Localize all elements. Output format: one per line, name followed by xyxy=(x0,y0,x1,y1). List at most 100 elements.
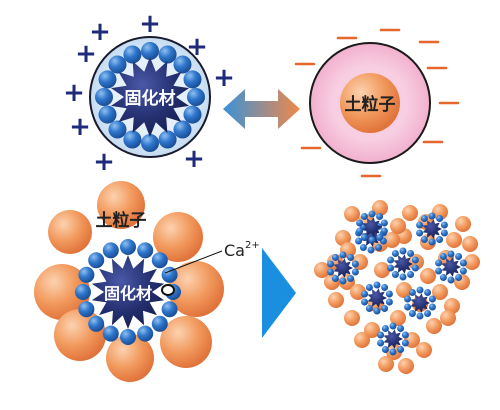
blue-bead xyxy=(385,290,393,298)
blue-bead xyxy=(98,70,117,89)
blue-bead xyxy=(102,325,119,342)
blue-bead xyxy=(404,295,412,303)
blue-bead xyxy=(459,267,467,275)
blue-bead xyxy=(459,259,467,267)
blue-bead xyxy=(389,348,397,356)
blue-bead xyxy=(351,260,359,268)
blue-bead xyxy=(347,254,355,261)
soil-particle xyxy=(168,261,224,317)
soil-particle xyxy=(314,262,330,278)
blue-bead xyxy=(141,42,159,60)
blue-bead xyxy=(351,268,359,276)
blue-bead xyxy=(373,281,381,289)
blue-bead xyxy=(356,219,364,227)
blue-bead xyxy=(120,239,136,255)
plus-sign: + xyxy=(63,78,85,108)
blue-bead xyxy=(98,105,117,124)
blue-bead xyxy=(416,312,424,320)
blue-bead xyxy=(377,331,385,339)
blue-bead xyxy=(439,253,447,260)
blue-bead xyxy=(447,276,455,284)
solidifier-unit xyxy=(367,288,387,308)
soil-particle xyxy=(390,218,406,234)
negative-charges xyxy=(294,28,460,178)
blue-bead xyxy=(78,266,95,283)
blue-bead xyxy=(428,303,436,311)
blue-bead xyxy=(137,242,154,259)
blue-bead xyxy=(408,310,416,317)
solidifier-core-bottom xyxy=(91,255,165,329)
blue-bead xyxy=(407,271,415,278)
solidifier-label-bottom: 固化材 xyxy=(104,284,152,303)
blue-bead xyxy=(108,55,127,74)
blue-bead xyxy=(161,266,178,283)
soil-label-bottom: 土粒子 xyxy=(96,210,147,231)
blue-bead xyxy=(375,244,383,251)
blue-bead xyxy=(447,250,455,258)
soil-particle xyxy=(374,262,390,278)
blue-bead xyxy=(380,227,388,235)
blue-bead xyxy=(385,298,393,306)
plus-sign: + xyxy=(93,147,115,177)
blue-bead xyxy=(381,284,389,291)
blue-bead xyxy=(347,275,355,282)
blue-bead xyxy=(416,286,424,294)
blue-bead xyxy=(120,329,136,345)
blue-bead xyxy=(356,227,364,235)
soil-particle xyxy=(396,282,412,298)
blue-bead xyxy=(381,325,389,332)
soil-particle xyxy=(462,236,478,252)
soil-particle xyxy=(372,200,388,216)
blue-bead xyxy=(387,264,395,272)
blue-bead xyxy=(183,70,202,89)
blue-bead xyxy=(339,251,347,259)
blue-bead xyxy=(399,273,407,281)
blue-bead xyxy=(411,264,419,272)
soil-particle xyxy=(364,322,380,338)
blue-bead xyxy=(399,247,407,255)
soil-particle xyxy=(344,310,360,326)
blue-bead xyxy=(151,252,168,269)
blue-bead xyxy=(173,120,192,139)
blue-bead xyxy=(397,325,405,332)
blue-bead xyxy=(381,305,389,312)
blue-bead xyxy=(420,215,428,222)
soil-particle xyxy=(446,232,462,248)
soil-particle xyxy=(384,232,400,248)
blue-bead xyxy=(187,88,205,106)
blue-bead xyxy=(123,130,142,149)
blue-bead xyxy=(331,275,339,282)
blue-bead xyxy=(151,315,168,332)
blue-bead xyxy=(355,237,363,245)
soil-particle xyxy=(34,264,90,320)
blue-bead xyxy=(365,284,373,291)
blue-bead xyxy=(183,105,202,124)
blue-bead xyxy=(401,331,409,339)
blue-bead xyxy=(368,236,376,244)
soil-particle xyxy=(106,334,154,382)
soil-particle xyxy=(97,181,145,229)
blue-bead xyxy=(411,256,419,264)
blue-bead xyxy=(416,221,424,229)
soil-particle xyxy=(416,342,432,358)
blue-bead xyxy=(455,253,463,260)
soil-particle xyxy=(398,358,414,374)
solidifier-label-top: 固化材 xyxy=(125,88,176,109)
blue-bead xyxy=(428,295,436,303)
blue-bead xyxy=(436,236,444,243)
blue-bead xyxy=(360,213,368,220)
blue-bead xyxy=(416,229,424,237)
interaction-double-arrow xyxy=(223,89,300,129)
blue-bead xyxy=(365,305,373,312)
blue-bead xyxy=(391,250,399,257)
blue-bead xyxy=(420,236,428,243)
blue-bead xyxy=(331,254,339,261)
soil-particle xyxy=(390,310,406,326)
blue-bead xyxy=(424,289,432,296)
blue-bead xyxy=(401,339,409,347)
soil-core xyxy=(340,73,400,133)
soil-particle xyxy=(354,332,370,348)
blue-bead xyxy=(361,290,369,298)
soil-particle xyxy=(153,212,203,262)
